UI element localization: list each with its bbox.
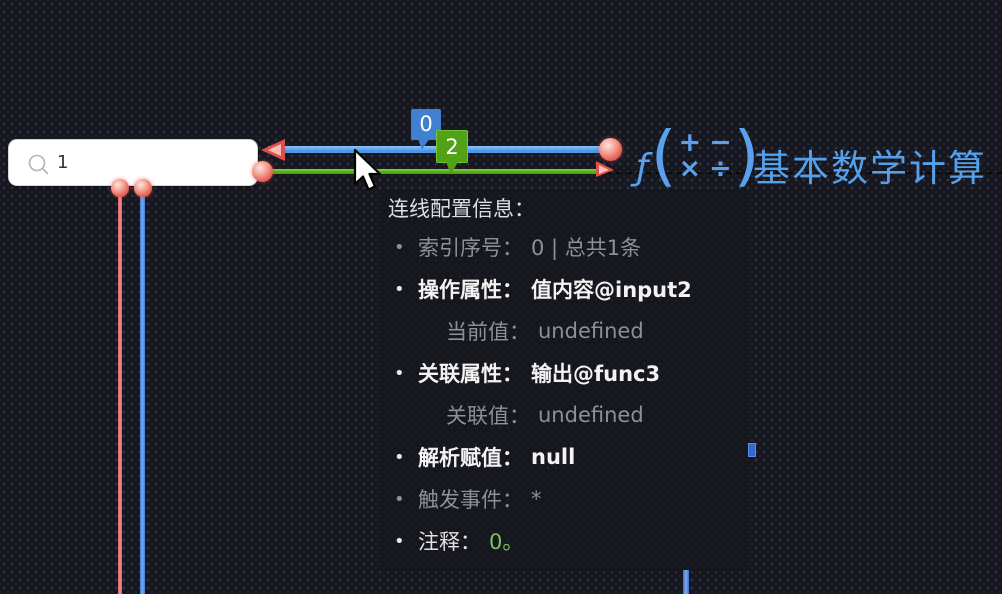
tooltip-title: 连线配置信息： (388, 197, 535, 221)
node-title: 基本数学计算 (753, 147, 987, 190)
bullet-icon: • (394, 530, 405, 552)
divide-glyph: ÷ (709, 153, 732, 184)
edge-endpoint-dot[interactable] (134, 179, 152, 197)
bullet-icon: • (394, 236, 405, 258)
paren-open-glyph: ( (650, 117, 677, 195)
paren-close-glyph: ) (733, 117, 760, 195)
tooltip-row-index: • 索引序号： 0 | 总共1条 (384, 226, 744, 268)
edge-config-tooltip: 连线配置信息： • 索引序号： 0 | 总共1条 • 操作属性： 值内容@inp… (378, 190, 750, 572)
bullet-icon: • (394, 278, 405, 300)
bullet-icon: • (394, 362, 405, 384)
multiply-glyph: × (678, 153, 702, 184)
tooltip-row-operation-attr: • 操作属性： 值内容@input2 (384, 268, 744, 310)
edge-arrowhead-right-icon (596, 161, 614, 177)
edge-endpoint-dot[interactable] (111, 179, 129, 197)
minus-glyph: − (709, 127, 732, 158)
node-boundary-dashed-line (606, 172, 1002, 174)
function-f-glyph: ƒ (636, 147, 649, 188)
bullet-icon: • (394, 488, 405, 510)
tooltip-row-comment: • 注释： 0。 (384, 520, 744, 562)
magnifier-icon (28, 154, 49, 175)
tooltip-row-parsed-assignment: • 解析赋值： null (384, 436, 744, 478)
edge-stub-bottom[interactable] (683, 570, 689, 594)
tooltip-row-linked-value: 关联值： undefined (446, 403, 644, 428)
edge-endpoint-dot[interactable] (252, 161, 273, 182)
plus-glyph: + (678, 127, 702, 158)
input-node[interactable] (8, 139, 258, 186)
edge-vertical-pink[interactable] (118, 188, 122, 594)
tooltip-row-linked-attr: • 关联属性： 输出@func3 (384, 352, 744, 394)
mouse-cursor-icon (353, 148, 382, 191)
edge-arrowhead-left-icon (261, 139, 285, 161)
math-function-node[interactable]: ƒ ( + − × ÷ ) (636, 108, 760, 195)
edge-vertical-blue[interactable] (140, 188, 145, 594)
edge-green[interactable] (262, 169, 602, 174)
tooltip-row-trigger-event: • 触发事件： * (384, 478, 744, 520)
search-input[interactable] (57, 140, 252, 185)
math-operators-icon: + − × ÷ (678, 127, 732, 184)
bullet-icon: • (394, 446, 405, 468)
edge-endpoint-dot[interactable] (599, 138, 622, 161)
edge-order-badge-blue[interactable]: 0 (411, 109, 441, 150)
edge-order-badge-green[interactable]: 2 (436, 130, 468, 174)
port-handle[interactable] (748, 443, 756, 457)
tooltip-row-current-value: 当前值： undefined (446, 319, 644, 344)
